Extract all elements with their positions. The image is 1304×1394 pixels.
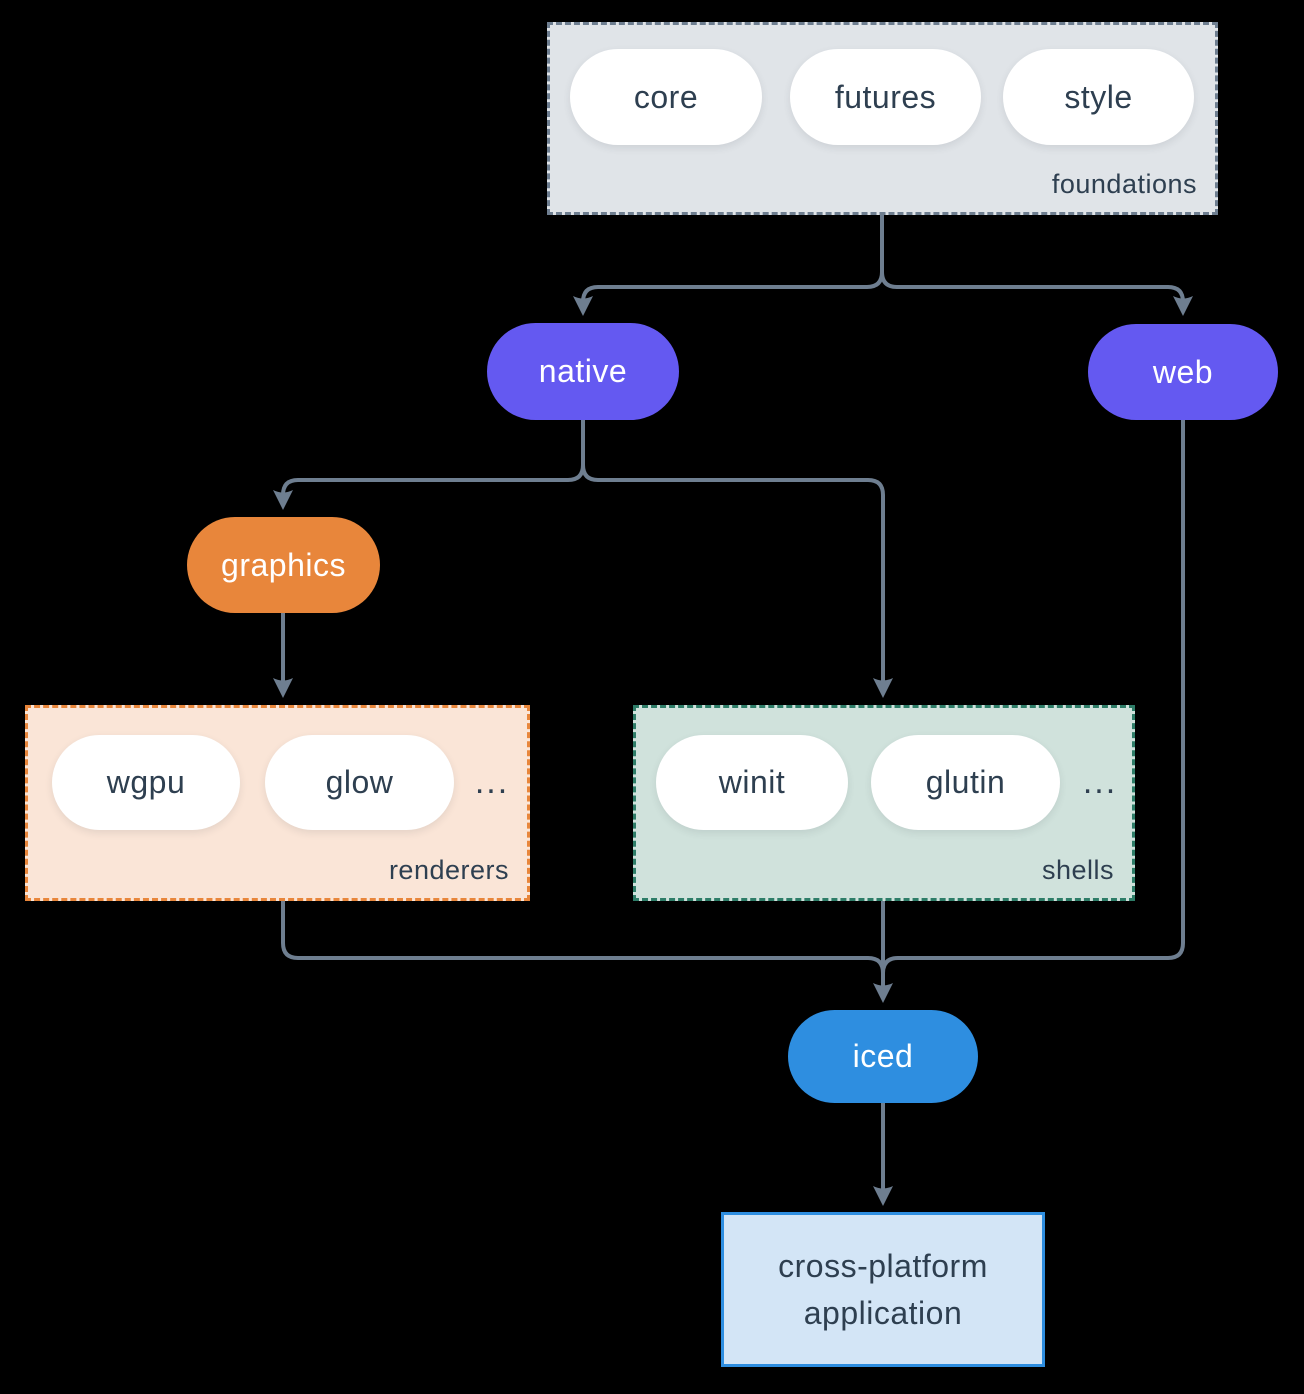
- group-shells-label: shells: [1041, 855, 1114, 885]
- node-graphics: graphics: [187, 517, 380, 613]
- node-glutin-label: glutin: [925, 764, 1006, 800]
- node-style: style: [1003, 49, 1194, 145]
- node-web: web: [1088, 324, 1278, 420]
- edge-native-shells: [581, 420, 893, 698]
- node-glow: glow: [265, 735, 454, 830]
- node-graphics-label: graphics: [221, 546, 346, 583]
- node-futures: futures: [790, 49, 981, 145]
- node-core: core: [570, 49, 762, 145]
- node-application: cross-platform application: [721, 1212, 1045, 1367]
- node-iced-label: iced: [852, 1038, 914, 1074]
- node-glow-label: glow: [325, 764, 394, 800]
- node-wgpu: wgpu: [52, 735, 240, 830]
- renderers-ellipsis: ...: [474, 763, 510, 801]
- group-renderers-label: renderers: [388, 855, 509, 885]
- edge-foundations-web: [880, 215, 1193, 316]
- node-core-label: core: [633, 78, 699, 115]
- node-native: native: [487, 323, 679, 420]
- node-style-label: style: [1064, 78, 1133, 115]
- node-native-label: native: [538, 353, 628, 389]
- node-futures-label: futures: [834, 78, 937, 115]
- group-foundations-label: foundations: [1051, 169, 1197, 199]
- node-application-label: cross-platform application: [778, 1248, 988, 1331]
- node-iced: iced: [788, 1010, 978, 1103]
- group-renderers: wgpu glow ... renderers: [25, 705, 530, 901]
- group-foundations: core futures style foundations: [547, 22, 1218, 215]
- node-winit: winit: [656, 735, 848, 830]
- node-wgpu-label: wgpu: [106, 764, 186, 800]
- edge-native-graphics: [273, 420, 585, 510]
- node-glutin: glutin: [871, 735, 1060, 830]
- edge-renderers-iced: [281, 901, 893, 1003]
- edge-foundations-native: [573, 215, 884, 316]
- shells-ellipsis: ...: [1082, 763, 1118, 801]
- node-winit-label: winit: [718, 764, 786, 800]
- node-web-label: web: [1152, 353, 1214, 390]
- group-shells: winit glutin ... shells: [633, 705, 1135, 901]
